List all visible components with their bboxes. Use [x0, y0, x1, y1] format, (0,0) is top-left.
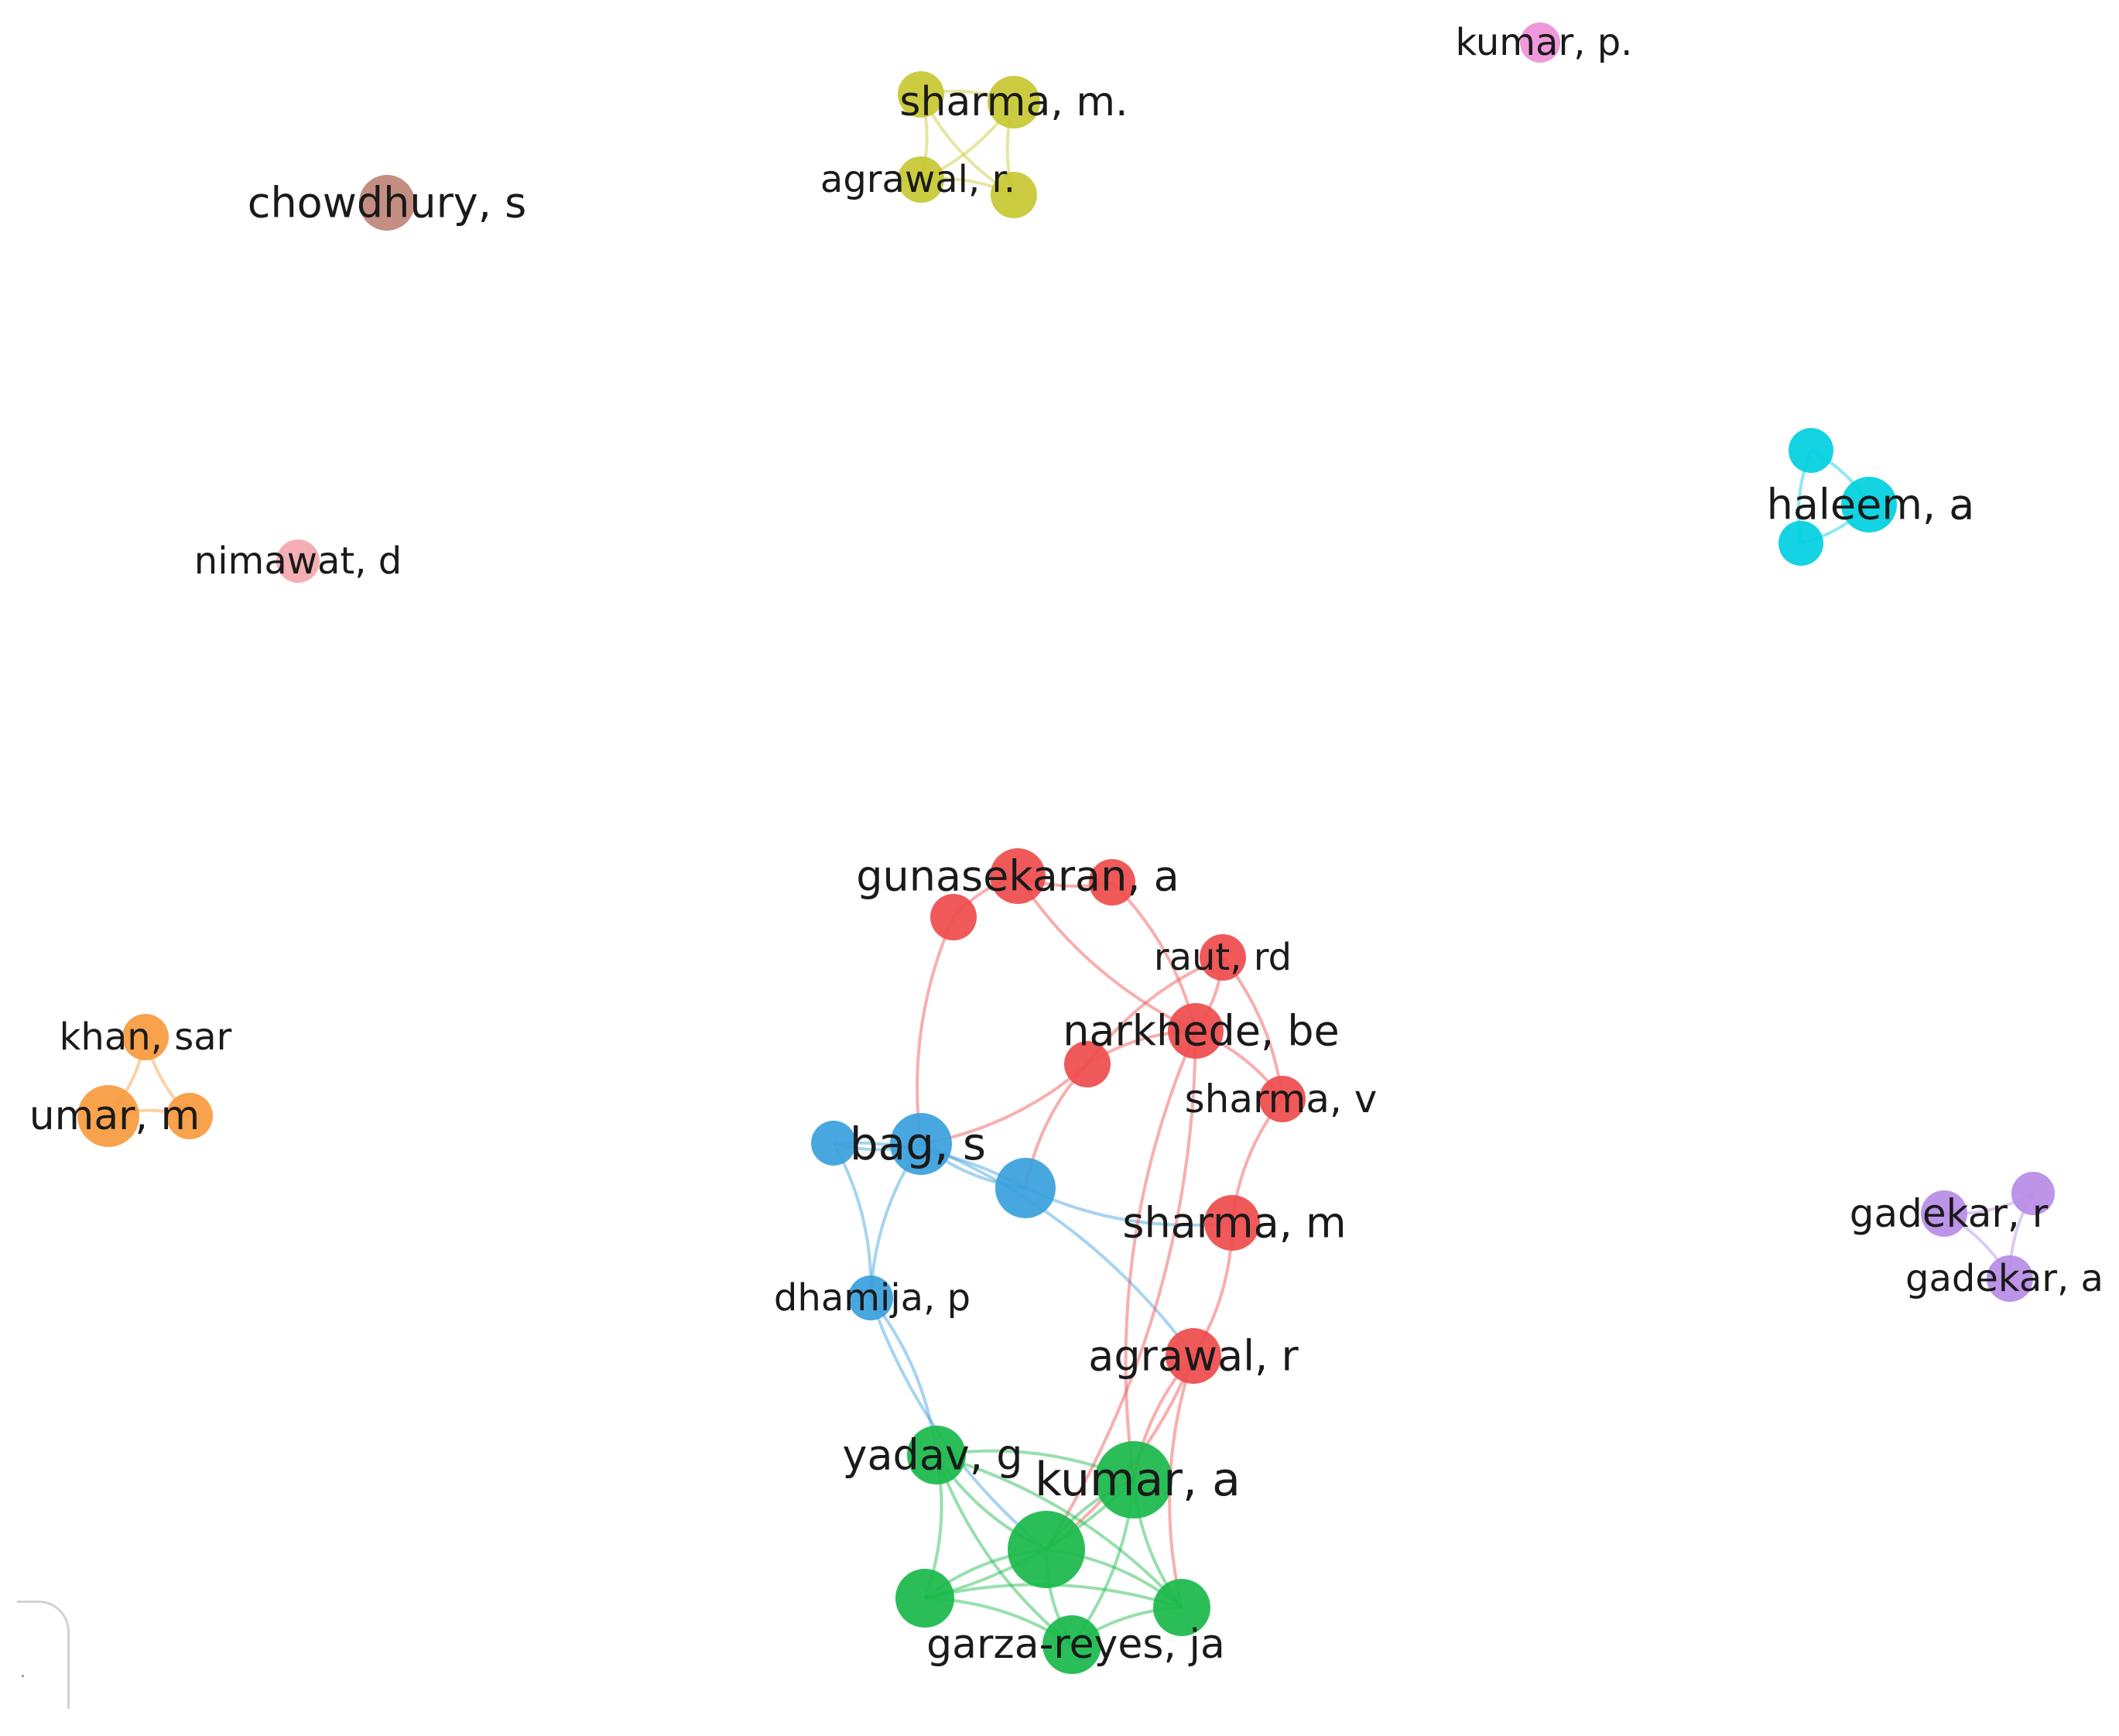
- node-red-r[interactable]: [1089, 859, 1135, 906]
- node-gadekar-a[interactable]: [1987, 1255, 2033, 1302]
- link-yadav_g-garza_reyes_ja: [935, 1454, 1073, 1646]
- node-yadav-g[interactable]: [907, 1426, 966, 1484]
- label-sharma-m-dot: sharma, m.: [899, 79, 1128, 125]
- node-narkhede-be[interactable]: [1168, 1003, 1224, 1059]
- node-cy-b[interactable]: [1778, 521, 1823, 566]
- label-nimawat-d: nimawat, d: [194, 539, 402, 583]
- node-khan-sar[interactable]: [122, 1014, 169, 1060]
- node-chowdhury-s[interactable]: [359, 175, 415, 231]
- label-gadekar-r: gadekar, r: [1850, 1191, 2049, 1236]
- label-chowdhury-s: chowdhury, s: [248, 179, 526, 228]
- node-blu-l[interactable]: [811, 1121, 856, 1166]
- corner-dot: .: [20, 1662, 26, 1682]
- label-gunasekaran-a: gunasekaran, a: [856, 852, 1179, 901]
- label-narkhede-be: narkhede, be: [1063, 1007, 1340, 1056]
- node-yel-a[interactable]: [898, 71, 944, 118]
- label-kumar-a: kumar, a: [1035, 1453, 1241, 1507]
- node-raut-rd[interactable]: [1200, 934, 1246, 981]
- label-sharma-v: sharma, v: [1185, 1077, 1378, 1121]
- link-red_l-bag_s: [916, 916, 955, 1145]
- node-pu-a[interactable]: [2011, 1172, 2055, 1215]
- link-bag_s-agrawal_r: [920, 1142, 1195, 1358]
- node-kumar-a[interactable]: [1095, 1441, 1172, 1519]
- node-sharma-v[interactable]: [1259, 1076, 1306, 1122]
- node-agrawal-r[interactable]: [1166, 1328, 1221, 1384]
- link-gunasekaran_a-narkhede_be: [1016, 875, 1196, 1032]
- link-yadav_g-gr_r: [936, 1454, 1183, 1609]
- network-nodes: [77, 22, 2055, 1674]
- node-yel-b[interactable]: [991, 172, 1037, 218]
- label-umar-m: umar, m: [29, 1093, 200, 1139]
- label-gadekar-a: gadekar, a: [1905, 1257, 2104, 1300]
- node-sharma-m-dot[interactable]: [988, 76, 1040, 128]
- node-nimawat-d[interactable]: [276, 539, 320, 583]
- label-yadav-g: yadav, g: [843, 1431, 1023, 1480]
- node-gadekar-r[interactable]: [1921, 1190, 1967, 1237]
- node-red-l[interactable]: [930, 894, 977, 940]
- label-raut-rd: raut, rd: [1154, 936, 1292, 979]
- label-agrawal-r-dot: agrawal, r.: [820, 158, 1015, 201]
- node-cy-a[interactable]: [1789, 428, 1833, 473]
- node-blu-r[interactable]: [995, 1158, 1056, 1218]
- network-labels: kumar, p. sharma, m. agrawal, r. chowdhury,…: [29, 21, 2104, 1668]
- label-sharma-m: sharma, m: [1122, 1199, 1346, 1248]
- node-haleem-a[interactable]: [1841, 477, 1897, 532]
- node-umar-m[interactable]: [77, 1085, 139, 1147]
- label-haleem-a: haleem, a: [1767, 481, 1975, 529]
- node-garza-reyes-ja[interactable]: [1042, 1615, 1101, 1674]
- node-gr-c[interactable]: [1008, 1511, 1085, 1588]
- link-narkhede_be-kumar_a: [1124, 1030, 1197, 1481]
- node-dhamija-p[interactable]: [848, 1275, 893, 1320]
- label-dhamija-p: dhamija, p: [774, 1276, 970, 1320]
- label-agrawal-r: agrawal, r: [1088, 1332, 1299, 1381]
- node-gr-l[interactable]: [895, 1569, 954, 1628]
- corner-frame: [17, 1601, 70, 1709]
- node-or-a[interactable]: [166, 1093, 213, 1139]
- node-red-m[interactable]: [1064, 1041, 1111, 1087]
- node-kumar-p[interactable]: [1520, 22, 1560, 63]
- link-narkhede_be-gr_c: [1045, 1030, 1197, 1551]
- node-sharma-m[interactable]: [1204, 1195, 1260, 1251]
- label-kumar-p: kumar, p.: [1456, 21, 1633, 64]
- node-agrawal-r-dot[interactable]: [898, 156, 944, 203]
- label-garza-reyes-ja: garza-reyes, ja: [926, 1621, 1225, 1668]
- label-bag-s: bag, s: [850, 1118, 986, 1170]
- node-gunasekaran-a[interactable]: [990, 848, 1046, 904]
- label-khan-sar: khan, sar: [60, 1015, 232, 1059]
- node-bag-s[interactable]: [890, 1113, 952, 1175]
- node-gr-r[interactable]: [1153, 1579, 1210, 1636]
